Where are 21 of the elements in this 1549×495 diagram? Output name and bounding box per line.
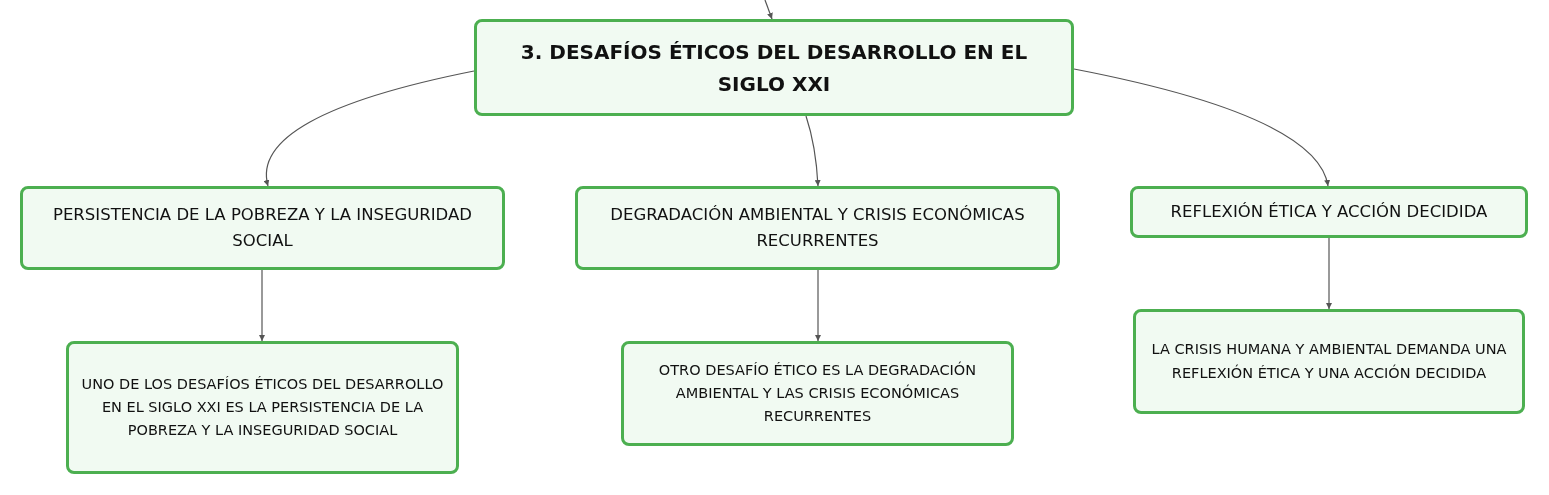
subtopic-box [621,341,1014,446]
arrow [264,70,475,187]
node-text: 3. DESAFÍOS ÉTICOS DEL DESARROLLO EN EL SIGLO XXI [519,38,1029,98]
node-text: PERSISTENCIA DE LA POBREZA Y LA INSEGURIDAD SOCIAL [52,203,473,252]
arrow [764,0,773,20]
subtopic-box [1130,186,1528,238]
arrow [805,115,821,187]
node-text: REFLEXIÓN ÉTICA Y ACCIÓN DECIDIDA [1170,200,1488,223]
subtopic-box [1133,309,1525,414]
subtopic-box [20,186,505,270]
arrow [1073,68,1330,187]
arrow [259,269,265,342]
node-text: LA CRISIS HUMANA Y AMBIENTAL DEMANDA UNA REFLEXIÓN ÉTICA Y UNA ACCIÓN DECIDIDA [1150,340,1508,383]
arrow [815,269,821,342]
arrow [1326,237,1332,310]
subtopic-box [66,341,459,474]
node-text: DEGRADACIÓN AMBIENTAL Y CRISIS ECONÓMICAS RECURRENTES [609,203,1026,252]
topic-box [474,19,1074,116]
subtopic-box [575,186,1060,270]
node-text: UNO DE LOS DESAFÍOS ÉTICOS DEL DESARROLLO EN EL SIGLO XXI ES LA PERSISTENCIA DE LA POBREZA Y LA INSEGURIDAD SOCIAL [80,374,445,441]
node-text: OTRO DESAFÍO ÉTICO ES LA DEGRADACIÓN AMBIENTAL Y LAS CRISIS ECONÓMICAS RECURRENTES [657,360,978,427]
